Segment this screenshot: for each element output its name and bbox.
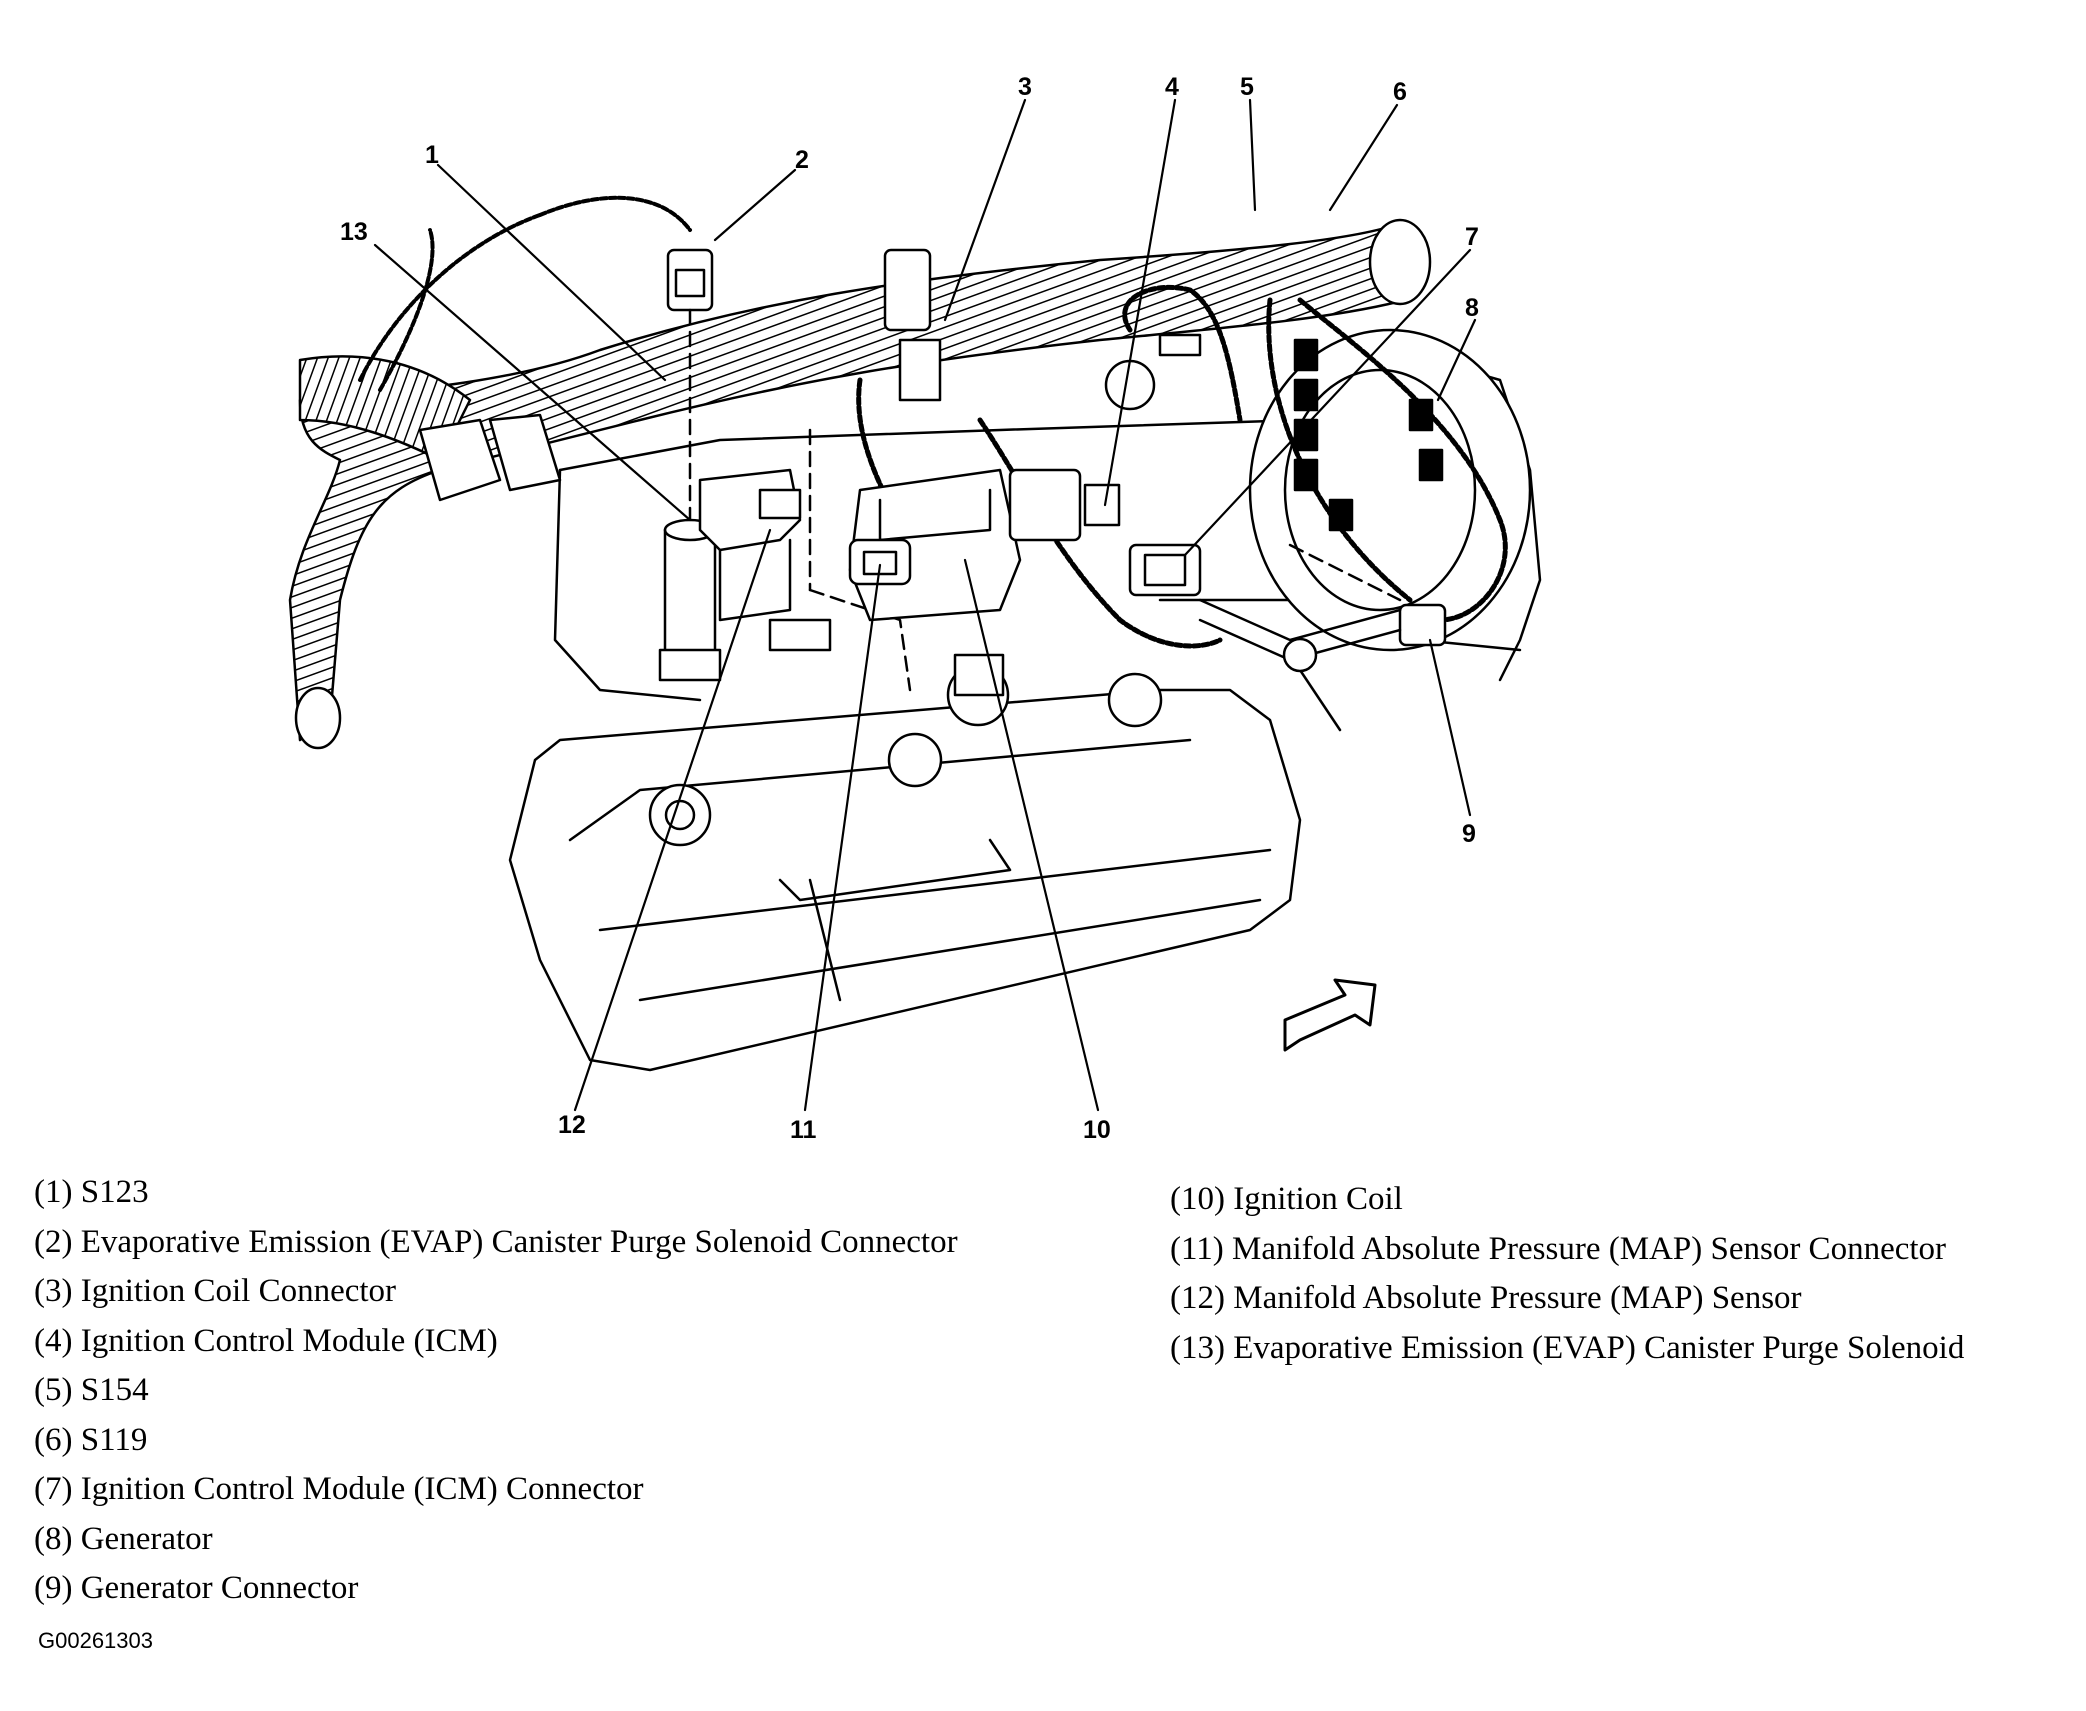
callout-10: 10 bbox=[1083, 1116, 1111, 1144]
branch-wire-c bbox=[538, 195, 692, 232]
harness-sleeve bbox=[418, 418, 502, 502]
legend-item-10: (10) Ignition Coil bbox=[1170, 1181, 1403, 1217]
bracket-bolt bbox=[1282, 637, 1318, 673]
ground-stud bbox=[1104, 333, 1202, 411]
map-sensor bbox=[698, 468, 832, 652]
map-dashed-guide-b bbox=[808, 588, 912, 692]
generator-connector-part bbox=[1398, 603, 1447, 647]
harness-end bbox=[1368, 218, 1432, 306]
callout-1: 1 bbox=[425, 141, 439, 169]
front-direction-arrow bbox=[1283, 978, 1377, 1052]
branch-wire-a bbox=[358, 213, 542, 382]
callout-13: 13 bbox=[340, 218, 368, 246]
callout-11: 11 bbox=[790, 1116, 817, 1144]
legend-item-13: (13) Evaporative Emission (EVAP) Caniste… bbox=[1170, 1329, 1965, 1366]
callout-3: 3 bbox=[1018, 73, 1032, 101]
callout-9: 9 bbox=[1462, 820, 1476, 848]
branch-wire-b bbox=[378, 228, 435, 392]
map-sensor-connector-part bbox=[848, 538, 912, 586]
callout-5: 5 bbox=[1240, 73, 1254, 101]
branch-wire-g bbox=[1266, 297, 1413, 603]
evap-purge-solenoid bbox=[658, 518, 722, 682]
callout-4: 4 bbox=[1165, 73, 1179, 101]
legend-item-9: (9) Generator Connector bbox=[34, 1570, 359, 1606]
legend-item-2: (2) Evaporative Emission (EVAP) Canister… bbox=[34, 1223, 958, 1260]
branch-wire-f bbox=[1122, 284, 1243, 423]
valve-cover bbox=[508, 653, 1302, 1072]
figure-id: G00261303 bbox=[38, 1628, 153, 1653]
leader-lines bbox=[373, 98, 1477, 1112]
generator-dashed-guide bbox=[1288, 543, 1402, 602]
legend-right-column: (10) Ignition Coil (11) Manifold Absolut… bbox=[1170, 1175, 1964, 1373]
icm-connector-part bbox=[1128, 543, 1202, 597]
harness-tape bbox=[488, 413, 562, 492]
callout-7: 7 bbox=[1465, 223, 1479, 251]
legend-item-11: (11) Manifold Absolute Pressure (MAP) Se… bbox=[1170, 1230, 1947, 1267]
branch-wire-h bbox=[1297, 297, 1508, 623]
legend-left-column: (1) S123 (2) Evaporative Emission (EVAP)… bbox=[34, 1168, 958, 1614]
callout-8: 8 bbox=[1465, 294, 1479, 322]
legend-item-8: (8) Generator bbox=[34, 1520, 213, 1557]
callout-6: 6 bbox=[1393, 78, 1407, 106]
harness-branch-end bbox=[294, 686, 342, 750]
legend-item-1: (1) S123 bbox=[34, 1174, 149, 1210]
icm-body bbox=[1008, 468, 1121, 542]
legend-item-3: (3) Ignition Coil Connector bbox=[34, 1273, 397, 1309]
legend-item-12: (12) Manifold Absolute Pressure (MAP) Se… bbox=[1170, 1280, 1802, 1316]
legend-item-5: (5) S154 bbox=[34, 1372, 149, 1408]
callout-12: 12 bbox=[558, 1111, 586, 1139]
engine-component-drawing: 1 2 3 4 5 6 7 8 9 10 11 12 13 bbox=[288, 73, 1542, 1144]
legend-item-7: (7) Ignition Control Module (ICM) Connec… bbox=[34, 1471, 644, 1507]
legend-item-4: (4) Ignition Control Module (ICM) bbox=[34, 1322, 498, 1359]
evap-purge-solenoid-connector bbox=[666, 248, 714, 312]
legend-item-6: (6) S119 bbox=[34, 1421, 148, 1458]
callout-2: 2 bbox=[795, 146, 809, 174]
